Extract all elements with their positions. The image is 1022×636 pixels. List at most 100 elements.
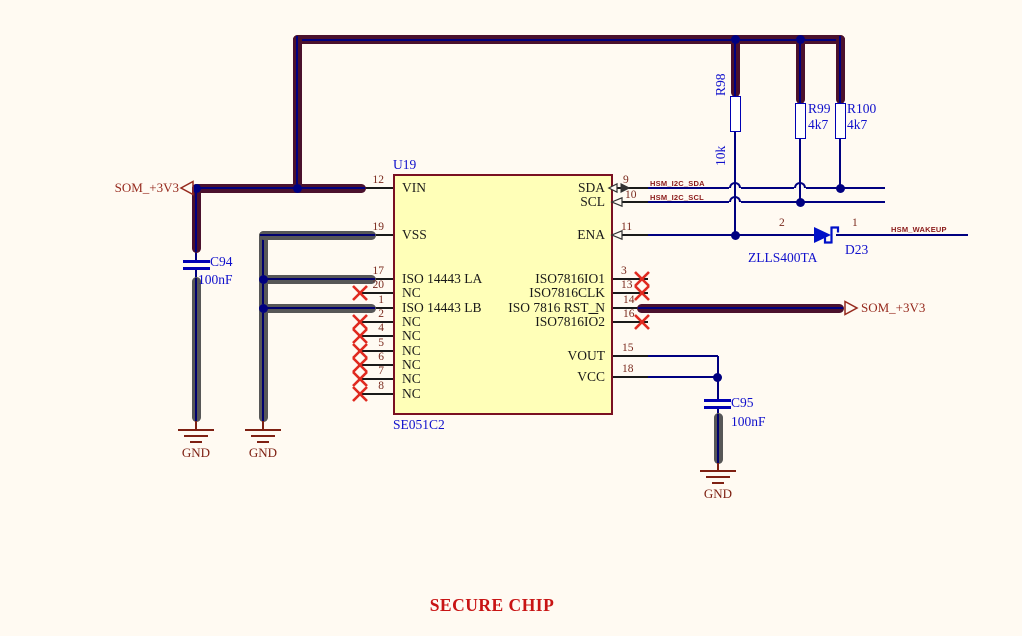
pin-stub <box>358 292 393 294</box>
pin-number: 17 <box>372 265 385 277</box>
pin-number: 1 <box>378 294 384 306</box>
pin-name: NC <box>402 343 421 358</box>
pin-number: 15 <box>622 342 634 354</box>
ground-symbol[interactable] <box>257 441 269 443</box>
pin-name: ISO 7816 RST_N <box>508 300 605 315</box>
wire-sda <box>806 187 885 189</box>
no-connect-x-icon <box>352 357 368 373</box>
pin-stub <box>613 355 648 357</box>
wire-vout <box>648 355 718 357</box>
pin-name: VIN <box>402 180 426 195</box>
capacitor-plate-c95[interactable] <box>704 406 731 409</box>
power-port-label-left[interactable]: SOM_+3V3 <box>114 180 179 195</box>
power-band-rst <box>637 303 844 313</box>
pin-name-part: 2 <box>598 314 605 329</box>
ground-symbol[interactable] <box>251 435 275 437</box>
pin-stub <box>358 378 393 380</box>
ground-symbol[interactable] <box>717 463 719 470</box>
capacitor-refdes[interactable]: C94 <box>210 254 233 269</box>
pin-number: 9 <box>623 174 629 186</box>
net-label-sda[interactable]: HSM_I2C_SDA <box>650 179 705 188</box>
pin-stub <box>613 292 648 294</box>
ground-symbol[interactable] <box>245 429 281 431</box>
pin-number: 6 <box>378 351 384 363</box>
pin-name: ISO7816IO1 <box>535 271 605 286</box>
wire-c94 <box>195 252 197 261</box>
ground-band <box>258 230 268 422</box>
pin-name: SDA <box>577 180 605 195</box>
ground-symbol[interactable] <box>706 476 730 478</box>
power-bus-drop-r98 <box>730 35 740 97</box>
resistor-value[interactable]: 4k7 <box>847 117 868 132</box>
ground-symbol[interactable] <box>700 470 736 472</box>
pin-name: NC <box>402 357 421 372</box>
ground-symbol[interactable] <box>195 421 197 429</box>
net-label-wakeup[interactable]: HSM_WAKEUP <box>891 225 947 234</box>
no-connect-x-icon <box>352 386 368 402</box>
power-port-label-right[interactable]: SOM_+3V3 <box>861 300 926 315</box>
diode-pin-number: 2 <box>779 217 785 229</box>
wire-scl <box>741 201 885 203</box>
ground-symbol[interactable] <box>190 441 202 443</box>
resistor-value[interactable]: 4k7 <box>808 117 829 132</box>
power-port-arrow-icon[interactable] <box>843 300 859 316</box>
power-bus-drop-r99 <box>795 35 805 104</box>
ground-band-vss <box>258 230 376 240</box>
pin-number: 11 <box>621 221 633 233</box>
pin-number: 10 <box>625 189 637 201</box>
pin-name: ENA <box>577 227 605 242</box>
resistor-value[interactable]: 10k <box>713 145 728 166</box>
pin-name: VOUT <box>567 348 606 363</box>
pin-name: NC <box>402 285 421 300</box>
pin-name: ISO 14443 LA <box>402 271 483 286</box>
junction-dot <box>713 372 722 382</box>
capacitor-value[interactable]: 100nF <box>731 414 766 429</box>
ground-band-lb <box>258 303 376 313</box>
resistor-body-r100[interactable] <box>834 103 846 139</box>
ic-refdes[interactable]: U19 <box>393 157 417 172</box>
pin-number: 7 <box>378 365 384 377</box>
diode-refdes[interactable]: D23 <box>845 242 869 257</box>
capacitor-refdes[interactable]: C95 <box>731 395 754 410</box>
resistor-refdes[interactable]: R100 <box>847 101 877 116</box>
capacitor-plate-c94[interactable] <box>183 260 210 263</box>
ic-part-number[interactable]: SE051C2 <box>393 417 445 432</box>
pin-number: 14 <box>623 294 635 306</box>
no-connect-x-icon <box>352 285 368 301</box>
ground-symbol[interactable] <box>178 429 214 431</box>
ground-symbol[interactable] <box>184 435 208 437</box>
resistor-body-r98[interactable] <box>729 96 741 132</box>
ground-band-c95 <box>713 413 723 464</box>
pin-stub <box>613 201 648 203</box>
ground-band-la <box>258 274 376 284</box>
pin-stub <box>613 307 648 309</box>
wire-c95 <box>716 408 719 415</box>
capacitor-value[interactable]: 100nF <box>198 272 233 287</box>
schottky-diode-symbol[interactable] <box>812 219 852 251</box>
capacitor-plate-c94[interactable] <box>183 267 210 270</box>
ground-symbol[interactable] <box>712 482 724 484</box>
power-band-c94 <box>191 184 201 253</box>
resistor-refdes[interactable]: R98 <box>713 73 728 96</box>
power-port-arrow-icon[interactable] <box>179 180 195 196</box>
net-label-scl[interactable]: HSM_I2C_SCL <box>650 193 704 202</box>
resistor-refdes[interactable]: R99 <box>808 101 831 116</box>
junction-dot <box>191 183 201 193</box>
diode-part-number[interactable]: ZLLS400TA <box>748 250 818 265</box>
pin-stub <box>358 335 393 337</box>
wire-vcc <box>648 376 718 378</box>
pin-stub <box>613 321 648 323</box>
resistor-body-r99[interactable] <box>794 103 806 139</box>
ground-label: GND <box>703 486 733 501</box>
ground-symbol[interactable] <box>262 421 264 429</box>
capacitor-plate-c95[interactable] <box>704 399 731 402</box>
power-bus-top <box>293 35 845 44</box>
pin-number: 16 <box>623 308 635 320</box>
pin-name: NC <box>402 371 421 386</box>
ic-body[interactable] <box>393 174 613 415</box>
pin-stub <box>613 234 648 236</box>
no-connect-x-icon <box>634 285 650 301</box>
pin-stub <box>613 187 648 189</box>
pin-name: ISO7816IO2 <box>430 313 605 331</box>
